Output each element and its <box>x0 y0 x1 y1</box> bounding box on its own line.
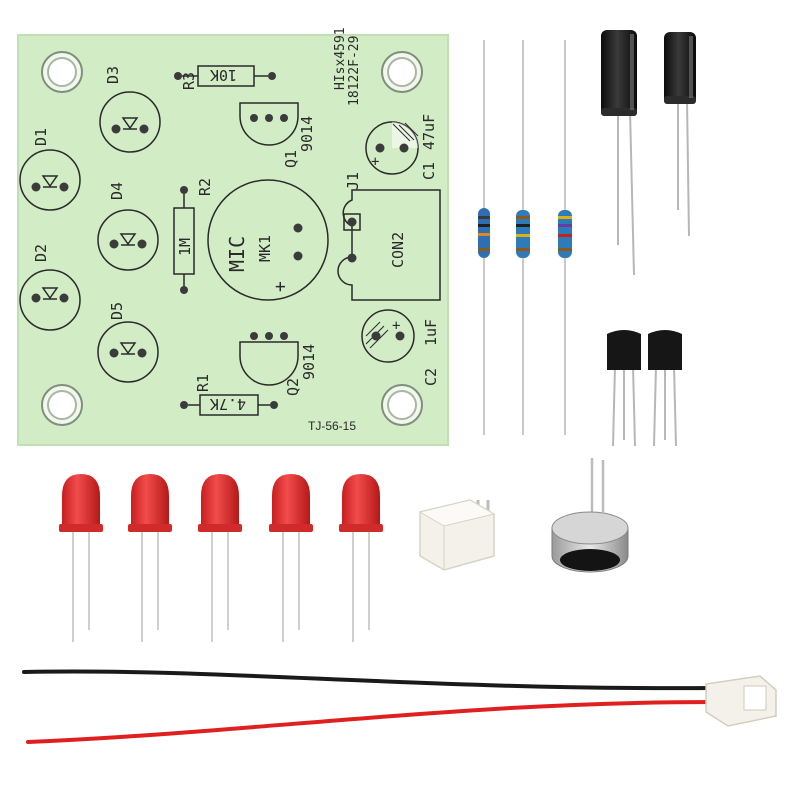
led-footprint-d4: D4 <box>97 182 159 271</box>
resistor-2 <box>516 40 530 435</box>
connector-header <box>418 499 496 571</box>
batch-line2: 18122F-29 <box>347 36 362 106</box>
label-d5: D5 <box>108 302 126 320</box>
transistor-1 <box>607 330 641 447</box>
mic-label: MIC <box>225 236 249 272</box>
capacitor-footprint-c2: + C2 1uF <box>361 309 440 386</box>
q2-part: 9014 <box>300 344 318 380</box>
label-r1: R1 <box>194 374 212 392</box>
r2-value: 1M <box>176 238 194 256</box>
label-c2: C2 <box>422 368 440 386</box>
capacitor-footprint-c1: + C1 47uF <box>365 114 438 180</box>
resistor-footprint-r3: 10K R3 <box>174 65 276 90</box>
led-footprint-d3: D3 <box>99 66 161 153</box>
q1-part: 9014 <box>298 116 316 152</box>
batch-code: HIsx4591 18122F-29 <box>333 27 362 106</box>
transistor-footprint-q2: Q2 9014 <box>239 332 318 396</box>
led-4 <box>269 474 313 642</box>
led-footprint-d2: D2 <box>19 244 81 331</box>
mk1-label: MK1 <box>256 235 274 262</box>
label-d2: D2 <box>32 244 50 262</box>
label-c1: C1 <box>420 162 438 180</box>
c1-plus: + <box>371 154 379 170</box>
r1-value: 4.7K <box>210 395 246 413</box>
label-r3: R3 <box>180 72 198 90</box>
c2-value: 1uF <box>422 319 440 346</box>
connector-footprint-j1: J1 CON2 <box>337 172 441 301</box>
mounting-holes <box>41 51 423 426</box>
r3-value: 10K <box>210 66 237 84</box>
label-d1: D1 <box>32 128 50 146</box>
label-r2: R2 <box>196 178 214 196</box>
wire-cable <box>22 669 777 744</box>
led-1 <box>59 474 103 642</box>
con2-label: CON2 <box>389 232 407 268</box>
c2-plus: + <box>392 318 400 334</box>
transistor-2 <box>648 330 682 447</box>
led-footprint-d1: D1 <box>19 128 81 211</box>
electrolytic-capacitor-1uf <box>664 32 696 237</box>
label-d3: D3 <box>104 66 122 84</box>
c1-value: 47uF <box>420 114 438 150</box>
batch-line1: HIsx4591 <box>333 27 348 90</box>
microphone <box>551 458 629 573</box>
mic-plus: + <box>270 281 291 292</box>
resistor-footprint-r2: 1M R2 <box>173 178 214 294</box>
label-j1: J1 <box>344 172 362 190</box>
resistor-3 <box>558 40 572 435</box>
led-5 <box>339 474 383 642</box>
led-3 <box>198 474 242 642</box>
label-q1: Q1 <box>282 150 300 168</box>
led-footprint-d5: D5 <box>97 302 159 383</box>
board-id: TJ-56-15 <box>308 419 356 433</box>
led-2 <box>128 474 172 642</box>
resistor-footprint-r1: 4.7K R1 <box>180 374 278 416</box>
electrolytic-capacitor-47uf <box>601 30 637 276</box>
transistor-footprint-q1: Q1 9014 <box>239 102 316 168</box>
mic-footprint: MIC MK1 + <box>207 179 329 301</box>
resistor-1 <box>478 40 490 435</box>
label-d4: D4 <box>108 182 126 200</box>
label-q2: Q2 <box>284 378 302 396</box>
pcb-board: D3 D1 D4 D2 D5 <box>17 27 449 446</box>
